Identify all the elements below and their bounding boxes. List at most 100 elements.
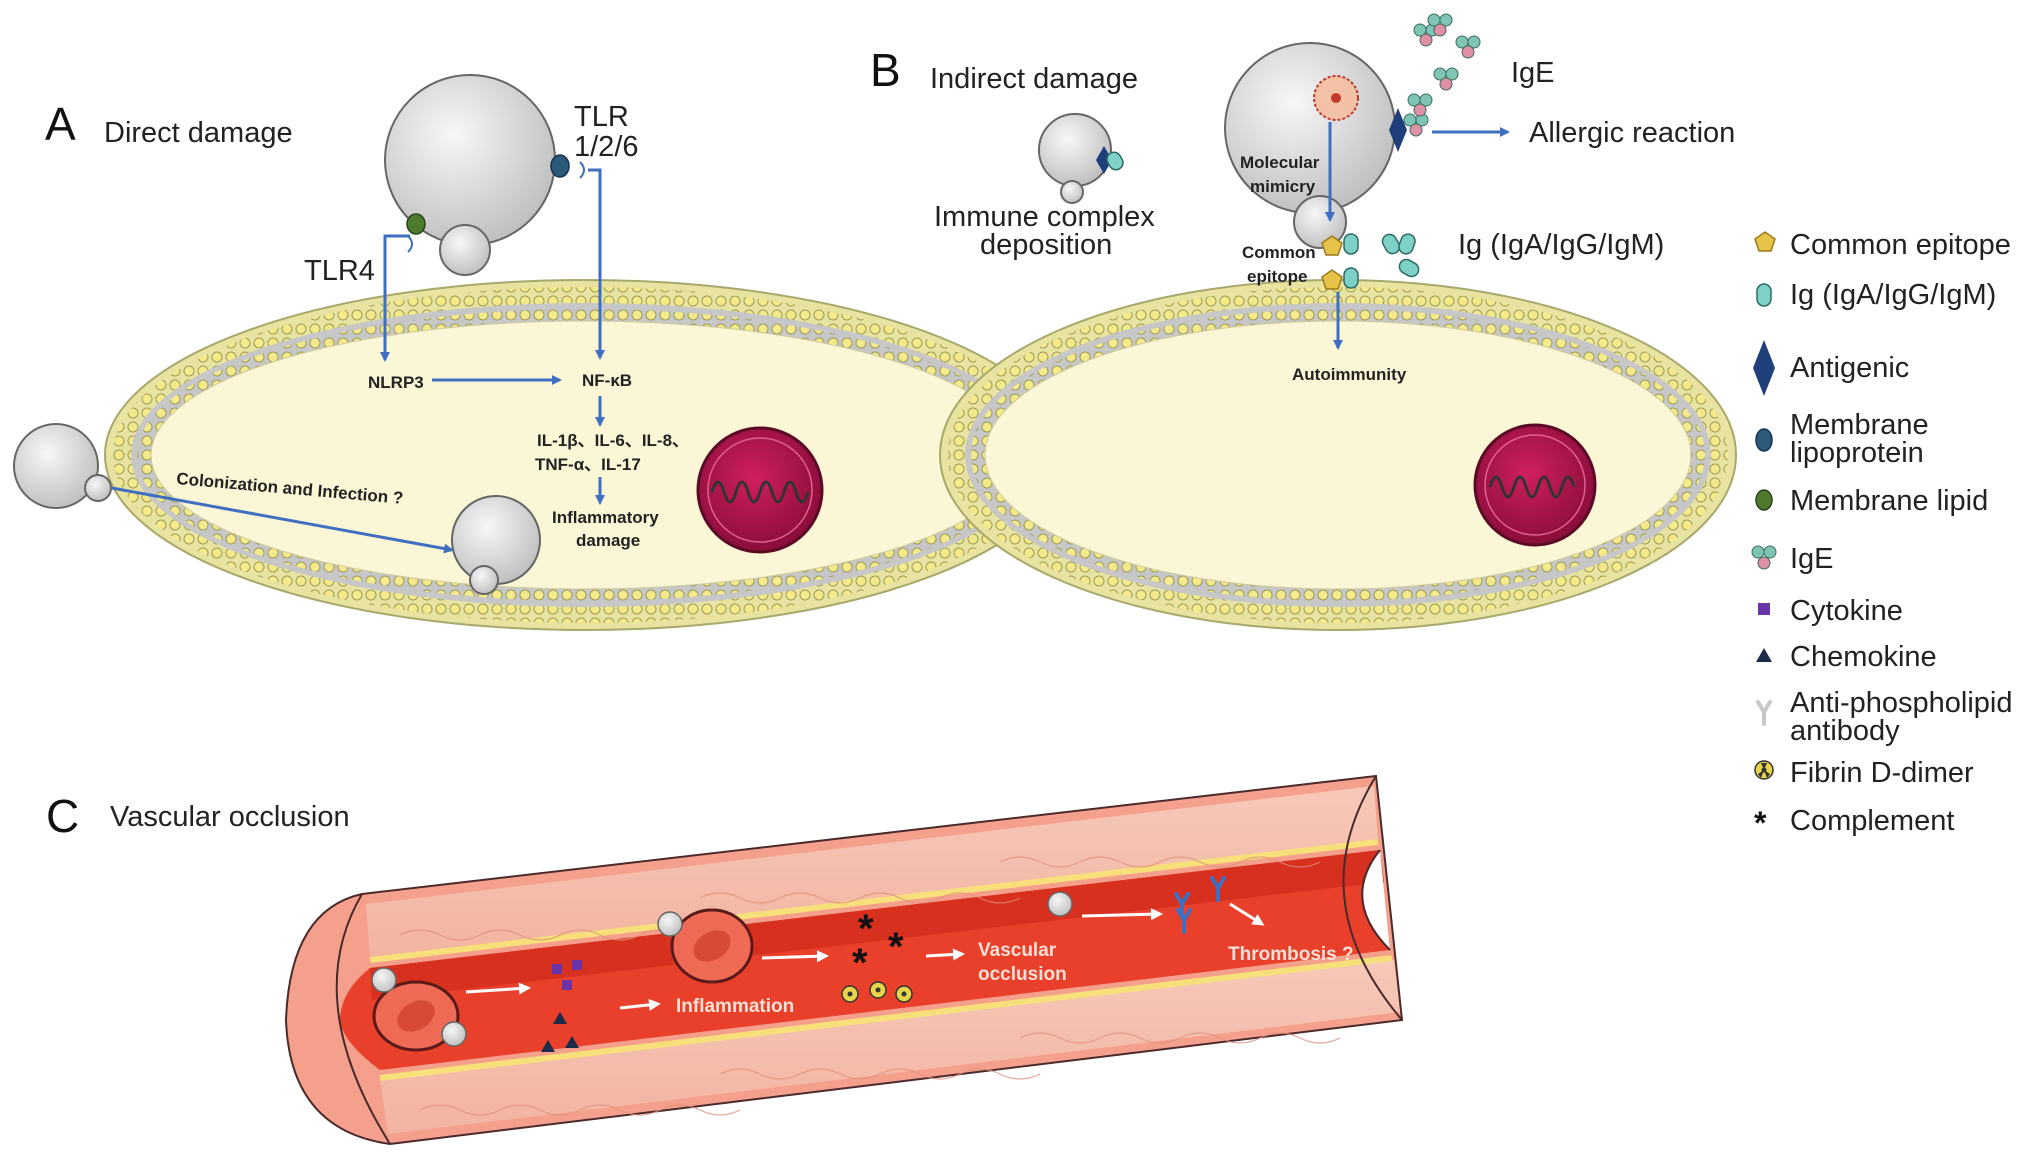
yeast-outside-a bbox=[13, 423, 112, 509]
vascular-occlusion-line1: Vascular bbox=[978, 940, 1057, 961]
ige-icon bbox=[1751, 545, 1777, 570]
legend: Common epitope Ig (IgA/IgG/IgM) Antigeni… bbox=[1751, 229, 2012, 841]
diamond-icon bbox=[1753, 340, 1775, 396]
antigenic-diamond-icon bbox=[1096, 146, 1112, 174]
panel-a-title: Direct damage bbox=[104, 117, 293, 149]
molecular-mimicry-line1: Molecular bbox=[1240, 153, 1320, 172]
legend-item-cytokine: Cytokine bbox=[1758, 595, 1903, 627]
host-cell-a bbox=[104, 279, 1066, 631]
legend-label: Anti-phospholipid bbox=[1790, 687, 2012, 719]
y-antibody-icon bbox=[1756, 700, 1772, 726]
inflammation-label: Inflammation bbox=[676, 996, 794, 1017]
ige-label: IgE bbox=[1511, 57, 1555, 89]
nfkb-label: NF-κB bbox=[582, 371, 632, 390]
immune-complex-line2: deposition bbox=[980, 229, 1112, 261]
tlr126-label-line2: 1/2/6 bbox=[574, 131, 639, 163]
common-epitope-line2: epitope bbox=[1247, 267, 1307, 286]
yeast-large-b bbox=[1224, 42, 1396, 249]
legend-label: IgE bbox=[1790, 543, 1834, 575]
legend-item-common-epitope: Common epitope bbox=[1754, 229, 2011, 261]
yeast-large-a bbox=[384, 74, 556, 276]
square-icon bbox=[1758, 603, 1770, 615]
panel-c-title: Vascular occlusion bbox=[110, 801, 350, 833]
nlrp3-label: NLRP3 bbox=[368, 373, 424, 392]
panel-b-letter: B bbox=[870, 44, 901, 96]
lipid-icon bbox=[1755, 489, 1773, 511]
legend-label: Fibrin D-dimer bbox=[1790, 757, 1974, 789]
arrow-c1 bbox=[465, 982, 531, 995]
red-blood-cell-1 bbox=[371, 967, 467, 1052]
triangle-icon bbox=[1756, 648, 1772, 662]
panel-a: A Direct damage TLR 1/2/6 TLR4 bbox=[13, 74, 1066, 631]
membrane-lipoprotein-icon bbox=[550, 154, 570, 178]
legend-label: Cytokine bbox=[1790, 595, 1903, 627]
ig-capsules-b bbox=[1343, 233, 1420, 289]
tlr4-label: TLR4 bbox=[304, 255, 375, 287]
legend-label-2: antibody bbox=[1790, 715, 1900, 747]
allergic-reaction-label: Allergic reaction bbox=[1529, 117, 1735, 149]
fibrin-cluster bbox=[841, 981, 913, 1003]
ig-label-b: Ig (IgA/IgG/IgM) bbox=[1458, 229, 1664, 261]
tlr126-label-line1: TLR bbox=[574, 101, 629, 133]
inflammatory-damage-line2: damage bbox=[576, 531, 640, 550]
asterisk-icon: * bbox=[1754, 805, 1767, 841]
nucleus-b bbox=[1473, 423, 1597, 547]
legend-item-membrane-lipid: Membrane lipid bbox=[1755, 485, 1988, 517]
radiation-icon bbox=[1754, 760, 1774, 780]
legend-item-fibrin: Fibrin D-dimer bbox=[1754, 757, 1974, 789]
legend-item-anti-phospholipid: Anti-phospholipid antibody bbox=[1756, 687, 2012, 747]
autoimmunity-label: Autoimmunity bbox=[1292, 365, 1407, 384]
cytokines-label-line1: IL-1β、IL-6、IL-8、 bbox=[537, 431, 689, 450]
yeast-c bbox=[1047, 891, 1073, 917]
thrombosis-label: Thrombosis ? bbox=[1228, 944, 1354, 965]
legend-label: Complement bbox=[1790, 805, 1954, 837]
antigenic-diamond-b-icon bbox=[1389, 108, 1407, 152]
legend-label: Antigenic bbox=[1790, 352, 1909, 384]
vascular-occlusion-line2: occlusion bbox=[978, 964, 1067, 985]
svg-text:*: * bbox=[858, 907, 874, 951]
yeast-immune-complex bbox=[1038, 113, 1112, 204]
panel-a-letter: A bbox=[45, 98, 76, 150]
arrow-c4 bbox=[925, 948, 965, 961]
ige-cluster bbox=[1403, 13, 1481, 137]
common-epitope-icons bbox=[1321, 235, 1343, 290]
legend-label: Ig (IgA/IgG/IgM) bbox=[1790, 279, 1996, 311]
pentagon-icon bbox=[1754, 231, 1776, 252]
arrow-c3 bbox=[761, 950, 829, 963]
arrow-c5 bbox=[1081, 908, 1163, 921]
svg-text:*: * bbox=[888, 925, 904, 969]
panel-c: C Vascular occlusion bbox=[46, 774, 1404, 1146]
blood-vessel bbox=[284, 774, 1404, 1146]
svg-text:*: * bbox=[852, 941, 868, 985]
legend-label: Chemokine bbox=[1790, 641, 1937, 673]
legend-item-complement: * Complement bbox=[1754, 805, 1954, 841]
legend-item-ig: Ig (IgA/IgG/IgM) bbox=[1756, 279, 1996, 311]
lipoprotein-icon bbox=[1755, 428, 1773, 452]
legend-label-2: lipoprotein bbox=[1790, 437, 1924, 469]
panel-b: B Indirect damage Immune complex deposit… bbox=[870, 13, 1737, 631]
yeast-inside-a bbox=[451, 495, 541, 595]
membrane-lipid-icon bbox=[406, 213, 426, 235]
legend-item-antigenic: Antigenic bbox=[1753, 340, 1909, 396]
panel-c-letter: C bbox=[46, 790, 79, 842]
legend-item-membrane-lipoprotein: Membrane lipoprotein bbox=[1755, 409, 1929, 469]
red-blood-cell-2 bbox=[657, 908, 754, 984]
immune-complex-line1: Immune complex bbox=[934, 201, 1155, 233]
capsule-icon bbox=[1756, 283, 1772, 307]
legend-label: Membrane lipid bbox=[1790, 485, 1988, 517]
ig-capsule-icon bbox=[1106, 151, 1124, 171]
legend-label: Common epitope bbox=[1790, 229, 2011, 261]
cytokine-chemokine-cluster bbox=[541, 960, 582, 1052]
molecular-mimicry-line2: mimicry bbox=[1250, 177, 1316, 196]
inflammatory-damage-line1: Inflammatory bbox=[552, 508, 659, 527]
anti-phospholipid-cluster bbox=[1174, 876, 1226, 934]
legend-item-chemokine: Chemokine bbox=[1756, 641, 1937, 673]
legend-item-ige: IgE bbox=[1751, 543, 1834, 575]
arrow-c6 bbox=[1229, 902, 1265, 926]
common-epitope-line1: Common bbox=[1242, 243, 1316, 262]
cytokines-label-line2: TNF-α、IL-17 bbox=[535, 455, 641, 474]
tlr4-receptor-icon bbox=[407, 235, 413, 253]
arrow-c2 bbox=[619, 998, 661, 1011]
panel-b-title: Indirect damage bbox=[930, 63, 1138, 95]
